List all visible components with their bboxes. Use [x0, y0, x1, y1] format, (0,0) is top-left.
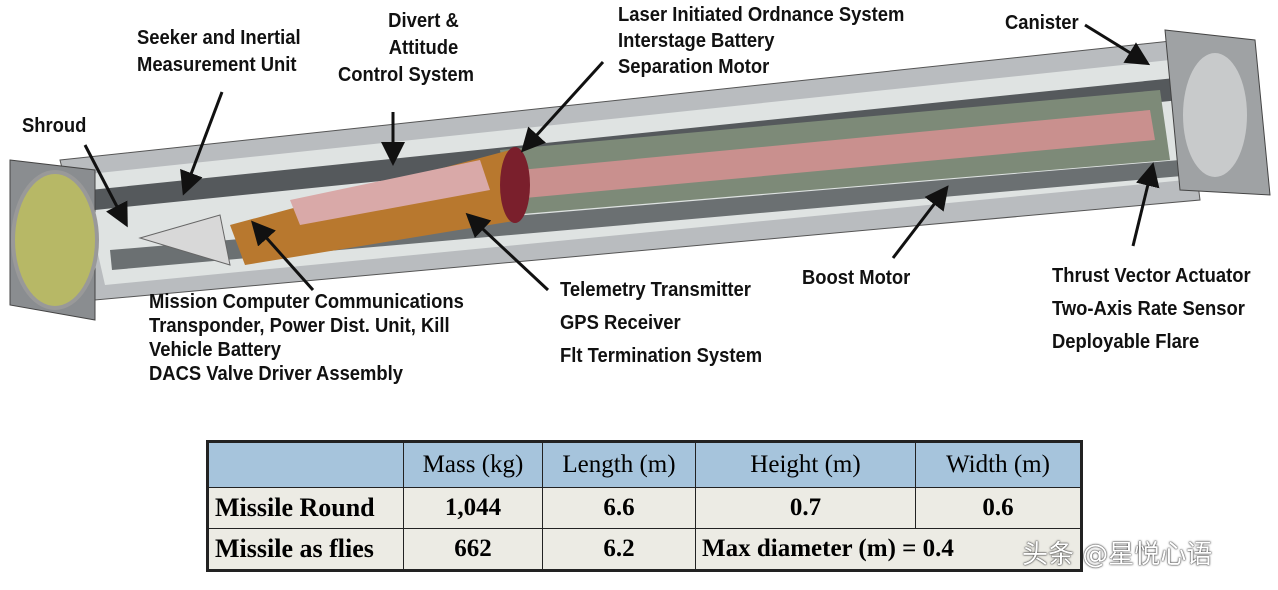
table-row: Missile as flies 662 6.2 Max diameter (m… — [207, 528, 1082, 571]
label-line: Laser Initiated Ordnance System — [618, 4, 905, 26]
header-cell — [207, 441, 404, 488]
label-telemetry: Telemetry Transmitter GPS Receiver Flt T… — [560, 274, 762, 373]
table-cell: 0.7 — [695, 487, 916, 529]
label-mission-computer: Mission Computer Communications Transpon… — [149, 290, 464, 386]
label-line: Thrust Vector Actuator — [1052, 265, 1251, 287]
label-line: Two-Axis Rate Sensor — [1052, 298, 1245, 320]
label-line: Seeker and Inertial — [137, 27, 301, 49]
table-cell: 6.6 — [542, 487, 696, 529]
label-line: Interstage Battery — [618, 30, 775, 52]
table-header-row: Mass (kg) Length (m) Height (m) Width (m… — [207, 441, 1082, 488]
label-boost-motor: Boost Motor — [802, 267, 911, 289]
label-line: Divert & — [388, 10, 459, 32]
specs-table: Mass (kg) Length (m) Height (m) Width (m… — [206, 440, 1083, 572]
table-cell: 6.2 — [542, 528, 696, 571]
label-line: Deployable Flare — [1052, 331, 1200, 353]
label-line: Attitude — [388, 37, 459, 59]
label-dacs: Divert & Attitude Control System — [338, 8, 474, 89]
label-shroud: Shroud — [22, 115, 87, 137]
table-cell: 1,044 — [403, 487, 543, 529]
label-line: Control System — [338, 64, 474, 86]
row-header: Missile as flies — [207, 528, 404, 571]
label-line: DACS Valve Driver Assembly — [149, 363, 403, 385]
label-canister: Canister — [1005, 12, 1079, 34]
label-line: GPS Receiver — [560, 312, 681, 334]
label-line: Flt Termination System — [560, 345, 763, 367]
label-line: Vehicle Battery — [149, 339, 281, 361]
header-cell: Width (m) — [915, 441, 1082, 488]
label-thrust-vector: Thrust Vector Actuator Two-Axis Rate Sen… — [1052, 260, 1251, 359]
label-lios: Laser Initiated Ordnance System Intersta… — [618, 2, 904, 80]
row-header: Missile Round — [207, 487, 404, 529]
table-cell: Max diameter (m) = 0.4 — [695, 528, 1082, 571]
label-line: Measurement Unit — [137, 54, 297, 76]
header-cell: Mass (kg) — [403, 441, 543, 488]
header-cell: Length (m) — [542, 441, 696, 488]
label-line: Telemetry Transmitter — [560, 279, 751, 301]
table-cell: 662 — [403, 528, 543, 571]
watermark: 头条 @星悦心语 — [1022, 540, 1213, 570]
table-row: Missile Round 1,044 6.6 0.7 0.6 — [207, 487, 1082, 529]
missile-canister-cutaway — [9, 23, 1271, 321]
label-line: Transponder, Power Dist. Unit, Kill — [149, 315, 450, 337]
label-seeker: Seeker and Inertial Measurement Unit — [137, 25, 301, 79]
table-cell: 0.6 — [915, 487, 1082, 529]
label-line: Mission Computer Communications — [149, 291, 464, 313]
header-cell: Height (m) — [695, 441, 916, 488]
label-line: Separation Motor — [618, 56, 770, 78]
